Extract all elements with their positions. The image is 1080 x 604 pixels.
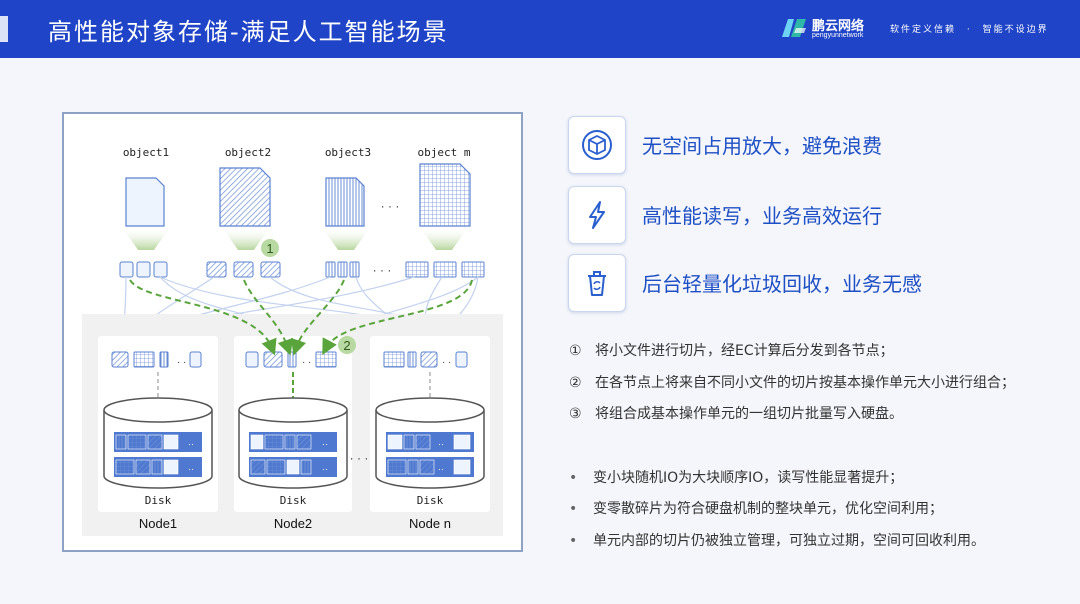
step-marker-2 [338, 336, 356, 354]
slices-object1 [119, 261, 168, 278]
object-label-2: object2 [225, 146, 271, 159]
svg-text:··: ·· [188, 464, 194, 474]
slices-object2 [206, 261, 281, 278]
node2-slices: · · [245, 351, 337, 368]
funnel-1 [124, 230, 168, 250]
step-text: 在各节点上将来自不同小文件的切片按基本操作单元大小进行组合； [595, 375, 1015, 391]
step-1: ① 将小文件进行切片，经EC计算后分发到各节点； [569, 340, 894, 360]
step-number: ① [569, 343, 582, 359]
document-icon-m [419, 163, 471, 227]
node2-disk-label: Disk [280, 494, 307, 507]
funnel-m [422, 230, 466, 250]
slice-routing-paths [129, 279, 473, 356]
node-n-slices: · · [383, 351, 468, 368]
nodes-ellipsis: · · · [350, 451, 369, 465]
feature-icon-box [568, 116, 626, 174]
step-marker-1-label: 1 [266, 241, 273, 256]
step-number: ② [569, 375, 582, 391]
svg-text:·: · [308, 357, 311, 368]
node-n-label: Node n [409, 516, 451, 531]
step-marker-2-label: 2 [343, 338, 350, 353]
bullet-text: 变小块随机IO为大块顺序IO，读写性能显著提升； [593, 470, 904, 486]
slogan-right: 智能不设边界 [982, 25, 1049, 35]
svg-text:··: ·· [438, 464, 444, 474]
header-bar: 高性能对象存储-满足人工智能场景 鹏云网络 pengyunnetwork 软件定… [0, 0, 1080, 58]
bullet-mark: • [569, 501, 578, 517]
svg-text:·: · [183, 357, 186, 368]
brand-logo: 鹏云网络 pengyunnetwork [780, 15, 870, 45]
brand-name: 鹏云网络 [812, 19, 865, 34]
step-marker-1 [261, 239, 279, 257]
bullet-mark: • [569, 533, 578, 549]
node-n-disk-label: Disk [417, 494, 444, 507]
recycle-bin-icon [588, 271, 606, 296]
step-3: ③ 将组合成基本操作单元的一组切片批量写入硬盘。 [569, 403, 903, 423]
document-icon-2 [219, 167, 271, 227]
slices-object3 [325, 261, 360, 278]
svg-text:··: ·· [438, 439, 444, 449]
slices-object-m [405, 261, 485, 278]
brand-subtitle: pengyunnetwork [812, 32, 864, 39]
feature-icon-box [568, 254, 626, 312]
svg-text:·: · [177, 357, 180, 368]
object-label-1: object1 [123, 146, 169, 159]
bullet-text: 变零散碎片为符合硬盘机制的整块单元，优化空间利用； [593, 501, 943, 517]
node1-disk: ·· ·· [103, 397, 213, 489]
step-text: 将组合成基本操作单元的一组切片批量写入硬盘。 [595, 406, 903, 422]
node2-label: Node2 [274, 516, 312, 531]
header-accent-bar [0, 16, 8, 42]
storage-flow-diagram: object1 object2 object3 object m · · · 1 [82, 146, 503, 536]
pengyun-logo-icon [782, 19, 806, 37]
step-number: ③ [569, 406, 582, 422]
object-label-3: object3 [325, 146, 371, 159]
svg-text:··: ·· [322, 464, 328, 474]
svg-text:·: · [302, 357, 305, 368]
object-label-m: object m [418, 146, 471, 159]
cube-icon [582, 130, 612, 160]
step-text: 将小文件进行切片，经EC计算后分发到各节点； [595, 343, 894, 359]
storage-diagram: object1 object2 object3 object m · · · 1 [62, 112, 523, 552]
feature-icon-box [568, 186, 626, 244]
svg-text:·: · [442, 357, 445, 368]
lightning-icon [589, 201, 605, 229]
node2-disk: ·· ·· [238, 397, 348, 489]
feature-text: 后台轻量化垃圾回收，业务无感 [642, 272, 922, 296]
slogan-separator: · [966, 25, 972, 35]
svg-text:··: ·· [188, 439, 194, 449]
step-2: ② 在各节点上将来自不同小文件的切片按基本操作单元大小进行组合； [569, 372, 1015, 392]
bullet-item-1: • 变小块随机IO为大块顺序IO，读写性能显著提升； [569, 467, 903, 487]
node1-slices: · · [111, 351, 202, 368]
svg-text:··: ·· [322, 439, 328, 449]
funnel-2 [224, 230, 268, 250]
node-n-disk: ·· ·· [375, 397, 485, 489]
document-icon-3 [325, 177, 365, 227]
objects-ellipsis: · · · [381, 199, 400, 213]
bullet-item-3: • 单元内部的切片仍被独立管理，可独立过期，空间可回收利用。 [569, 530, 985, 550]
feature-text: 无空间占用放大，避免浪费 [642, 134, 882, 158]
slogan: 软件定义信赖 · 智能不设边界 [890, 22, 1049, 35]
svg-text:·: · [448, 357, 451, 368]
bullet-mark: • [569, 470, 578, 486]
bullet-text: 单元内部的切片仍被独立管理，可独立过期，空间可回收利用。 [593, 533, 985, 549]
funnel-3 [324, 230, 368, 250]
slices-ellipsis: · · · [373, 263, 392, 277]
bullet-item-2: • 变零散碎片为符合硬盘机制的整块单元，优化空间利用； [569, 498, 943, 518]
slogan-left: 软件定义信赖 [890, 25, 957, 35]
node1-disk-label: Disk [145, 494, 172, 507]
page-title: 高性能对象存储-满足人工智能场景 [48, 18, 449, 46]
feature-text: 高性能读写，业务高效运行 [642, 204, 882, 228]
node1-label: Node1 [139, 516, 177, 531]
document-icon-1 [125, 177, 165, 227]
